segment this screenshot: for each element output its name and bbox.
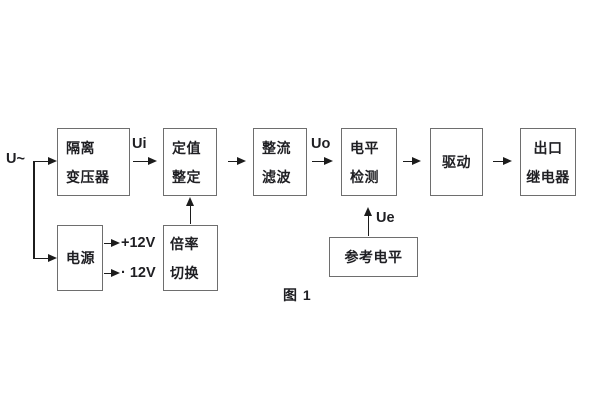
signal-label-uo: Uo	[311, 136, 331, 152]
block-output-relay-line2: 继电器	[526, 168, 570, 185]
block-power-supply-label: 电源	[66, 250, 95, 266]
block-reference-level: 参考电平	[329, 237, 418, 277]
source-signal-label: U~	[6, 151, 25, 167]
arrow-level-to-driver-line	[403, 160, 412, 162]
feeder-to-transformer-arrowhead-icon	[48, 156, 57, 165]
block-reference-level-label: 参考电平	[344, 249, 403, 265]
arrow-rectifier-to-level-line	[312, 160, 324, 162]
arrow-reference-to-level-line	[367, 215, 369, 236]
arrow-reference-to-level-head-icon	[364, 207, 372, 216]
arrow-setting-to-rectifier-head-icon	[237, 156, 246, 165]
arrow-driver-to-relay-head-icon	[503, 156, 512, 165]
block-isolation-transformer-line2: 变压器	[66, 168, 110, 185]
arrow-power-pos-rail-head-icon	[111, 238, 120, 247]
block-rectifier-filter-line2: 滤波	[262, 168, 291, 185]
block-setting-adjustment-line2: 整定	[172, 168, 201, 185]
block-power-supply: 电源	[57, 225, 103, 291]
feeder-vertical-line	[33, 161, 35, 258]
block-setting-adjustment-line1: 定值	[172, 139, 201, 156]
arrow-power-pos-rail-line	[104, 242, 111, 244]
signal-label-ui: Ui	[132, 136, 147, 152]
block-ratio-switch: 倍率 切换	[163, 225, 218, 291]
arrow-driver-to-relay-line	[493, 160, 503, 162]
arrow-setting-to-rectifier-line	[228, 160, 237, 162]
figure-caption: 图 1	[283, 287, 312, 303]
arrow-ratio-to-setting-line	[189, 205, 191, 224]
block-output-relay: 出口 继电器	[520, 128, 576, 196]
feeder-to-transformer-line	[33, 160, 48, 162]
arrow-rectifier-to-level-head-icon	[324, 156, 333, 165]
block-rectifier-filter-line1: 整流	[262, 139, 291, 156]
block-isolation-transformer: 隔离 变压器	[57, 128, 130, 196]
block-level-detection: 电平 检测	[341, 128, 397, 196]
feeder-to-power-arrowhead-icon	[48, 253, 57, 262]
signal-label-minus12v: · 12V	[121, 265, 156, 281]
block-ratio-switch-line1: 倍率	[170, 235, 199, 252]
block-level-detection-line1: 电平	[350, 139, 379, 156]
block-ratio-switch-line2: 切换	[170, 264, 199, 281]
arrow-power-neg-rail-head-icon	[111, 268, 120, 277]
block-output-relay-line1: 出口	[533, 139, 563, 156]
signal-label-plus12v: +12V	[121, 235, 156, 251]
block-driver-label: 驱动	[442, 154, 471, 170]
arrow-transformer-to-setting-head-icon	[148, 156, 157, 165]
signal-label-ue: Ue	[376, 210, 395, 226]
arrow-transformer-to-setting-line	[133, 160, 148, 162]
feeder-to-power-line	[33, 257, 48, 259]
block-driver: 驱动	[430, 128, 483, 196]
block-setting-adjustment: 定值 整定	[163, 128, 217, 196]
block-rectifier-filter: 整流 滤波	[253, 128, 307, 196]
block-level-detection-line2: 检测	[350, 168, 379, 185]
arrow-ratio-to-setting-head-icon	[186, 197, 194, 206]
arrow-level-to-driver-head-icon	[412, 156, 421, 165]
arrow-power-neg-rail-line	[104, 272, 111, 274]
block-isolation-transformer-line1: 隔离	[66, 139, 95, 156]
